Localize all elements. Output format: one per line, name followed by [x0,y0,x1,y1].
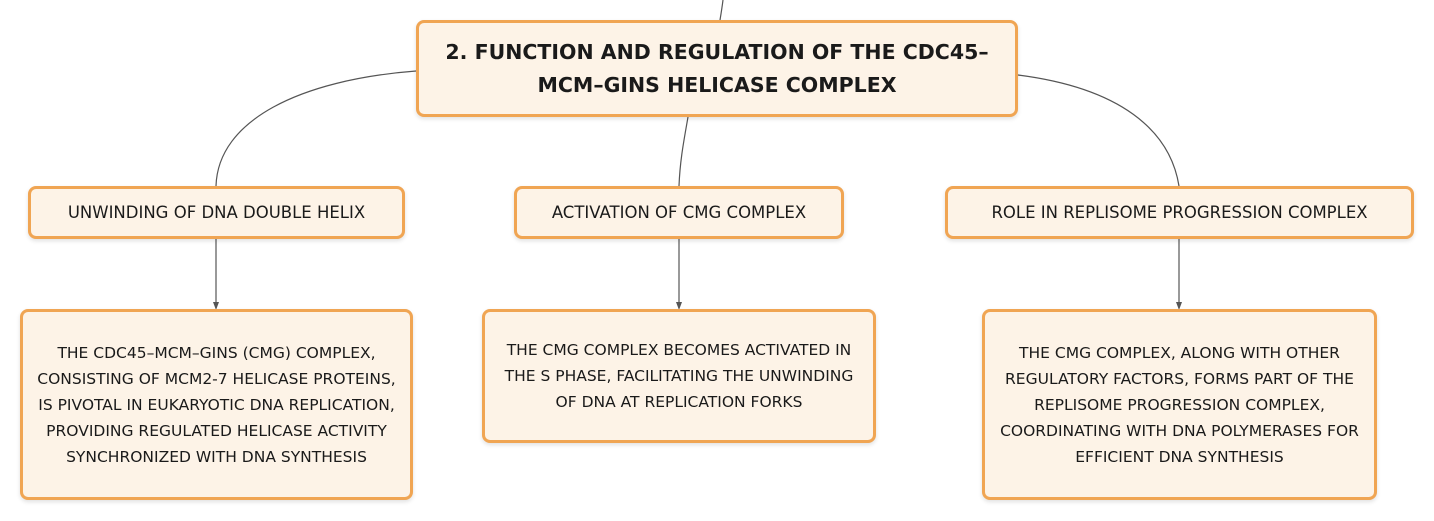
detail-node-activation[interactable]: THE CMG COMPLEX BECOMES ACTIVATED IN THE… [482,309,876,443]
topic-label: ROLE IN REPLISOME PROGRESSION COMPLEX [991,203,1368,222]
root-node[interactable]: 2. FUNCTION AND REGULATION OF THE CDC45–… [416,20,1018,117]
topic-label: ACTIVATION OF CMG COMPLEX [551,203,807,222]
detail-text: THE CMG COMPLEX, ALONG WITH OTHER REGULA… [1000,343,1359,466]
connector-root-to-topic-1 [678,116,689,187]
detail-node-unwinding[interactable]: THE CDC45–MCM–GINS (CMG) COMPLEX, CONSIS… [20,309,413,500]
connector-root-to-topic-2 [1017,74,1180,187]
detail-node-replisome-role[interactable]: THE CMG COMPLEX, ALONG WITH OTHER REGULA… [982,309,1377,500]
topic-node-replisome-role[interactable]: ROLE IN REPLISOME PROGRESSION COMPLEX [945,186,1414,239]
topic-node-activation[interactable]: ACTIVATION OF CMG COMPLEX [514,186,844,239]
root-title: 2. FUNCTION AND REGULATION OF THE CDC45–… [445,39,989,97]
detail-text: THE CMG COMPLEX BECOMES ACTIVATED IN THE… [504,341,854,411]
detail-text: THE CDC45–MCM–GINS (CMG) COMPLEX, CONSIS… [37,343,396,466]
topic-node-unwinding[interactable]: UNWINDING OF DNA DOUBLE HELIX [28,186,405,239]
connector-parent-in [719,0,724,21]
topic-label: UNWINDING OF DNA DOUBLE HELIX [67,203,366,222]
connector-root-to-topic-0 [215,70,417,187]
